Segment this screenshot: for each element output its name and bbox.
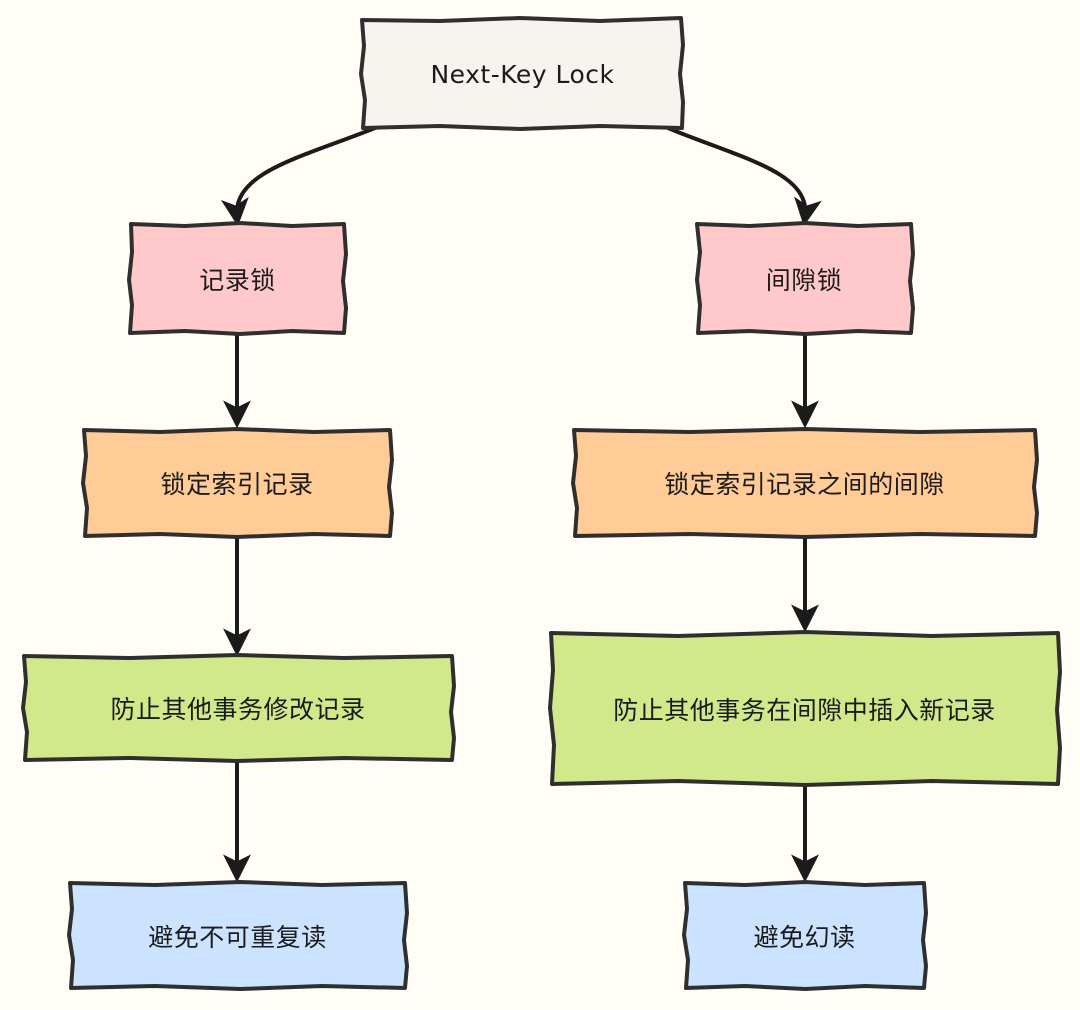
left-effect-box <box>21 653 456 763</box>
right-action-box <box>571 427 1039 539</box>
nodes <box>21 16 1062 991</box>
left-result-box <box>67 880 409 991</box>
edges <box>220 126 822 883</box>
right-effect-box <box>548 630 1062 787</box>
right-result-box <box>682 880 928 991</box>
left-lock-box <box>127 221 348 336</box>
edge-root-to-left-lock <box>220 126 377 227</box>
edge-root-to-right-lock <box>666 126 822 227</box>
right-lock-box <box>695 221 915 336</box>
left-action-box <box>81 427 394 539</box>
root-node-box <box>359 16 685 131</box>
